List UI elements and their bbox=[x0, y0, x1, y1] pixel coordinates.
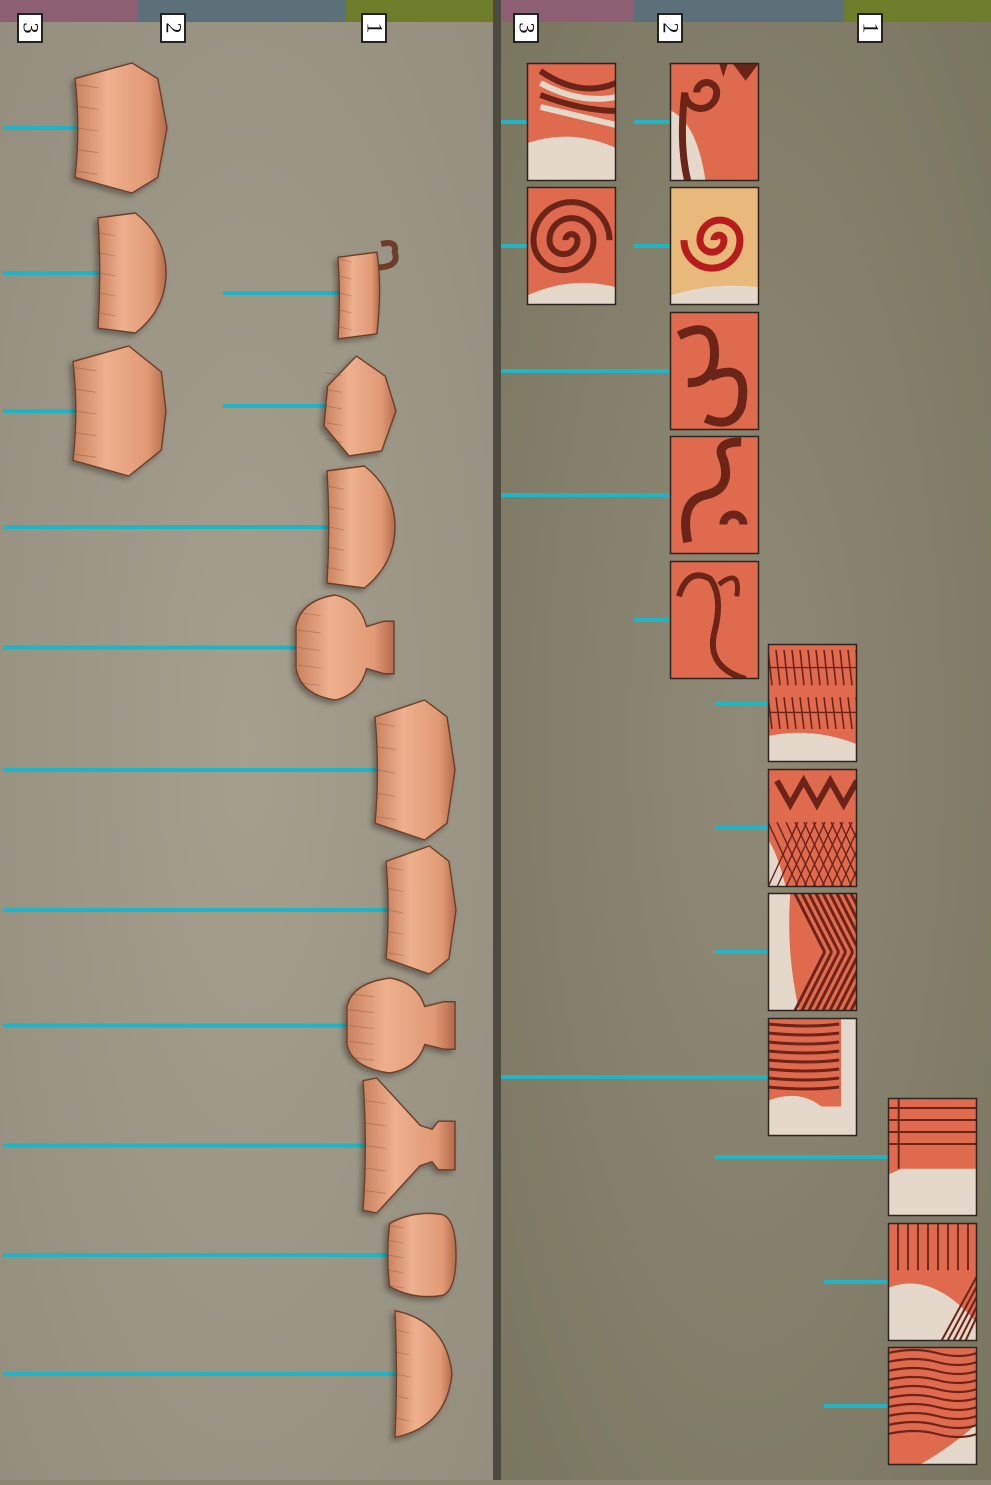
period-label-text: 3 bbox=[515, 23, 537, 34]
sherd-motif bbox=[670, 561, 759, 679]
sherd-connector bbox=[501, 493, 672, 497]
vessel-body bbox=[375, 700, 455, 840]
vessel-connector bbox=[223, 291, 342, 295]
right-panel-edge bbox=[0, 1480, 991, 1485]
period-label-text: 1 bbox=[363, 23, 385, 34]
sherd-connector bbox=[501, 244, 529, 248]
vessel-connector bbox=[3, 126, 79, 130]
sherd-connector bbox=[634, 618, 672, 622]
vessel-carinated-jar bbox=[73, 346, 166, 476]
vessel-body bbox=[388, 1213, 456, 1296]
sherd-motif bbox=[670, 187, 759, 296]
sherd-connector bbox=[634, 120, 672, 124]
vessel-carinated-bowl bbox=[375, 700, 455, 840]
vessel-connector bbox=[3, 908, 390, 912]
sherd-connector bbox=[501, 120, 529, 124]
sherd-connector bbox=[715, 701, 770, 705]
period-label-1-right: 1 bbox=[857, 13, 883, 43]
period-label-3-right: 3 bbox=[513, 13, 539, 43]
vessel-connector bbox=[3, 1372, 399, 1376]
sherd-motif bbox=[768, 1018, 841, 1107]
sherd-spiral-with-triangles bbox=[670, 63, 759, 181]
vessel-body bbox=[338, 252, 380, 339]
sherd-running-spiral bbox=[670, 436, 759, 554]
sherd-motif bbox=[670, 63, 759, 181]
sherd-parallel-lines bbox=[768, 1018, 857, 1136]
vessel-connector bbox=[3, 768, 379, 772]
sherd-connector bbox=[715, 826, 770, 830]
sherd-horizontal-bands bbox=[888, 1098, 977, 1216]
sherd-connector bbox=[824, 1404, 890, 1408]
period-label-text: 1 bbox=[859, 23, 881, 34]
vessel-connector bbox=[3, 1253, 390, 1257]
vessel-connector bbox=[223, 404, 328, 408]
sherd-motif bbox=[670, 312, 759, 430]
vessel-connector bbox=[3, 1144, 367, 1148]
sherd-spiral bbox=[670, 187, 759, 305]
sherd-crosshatched-bands bbox=[768, 644, 860, 762]
motif-stroke bbox=[768, 644, 857, 744]
sherd-connector bbox=[824, 1280, 890, 1284]
motif-stroke bbox=[888, 1098, 977, 1175]
vessel-body bbox=[73, 346, 166, 476]
sherd-connector bbox=[501, 1075, 770, 1079]
period-label-text: 2 bbox=[659, 23, 681, 34]
vessel-globular-jar bbox=[388, 1213, 456, 1296]
sherd-motif bbox=[768, 644, 860, 744]
vessel-connector bbox=[3, 1024, 351, 1028]
vessel-carinated-bowl bbox=[75, 63, 167, 193]
sherd-connector bbox=[634, 244, 672, 248]
period-label-1-left: 1 bbox=[361, 13, 387, 43]
sherd-motif bbox=[527, 187, 616, 296]
period-label-text: 2 bbox=[162, 23, 184, 34]
sherd-connector bbox=[715, 1155, 890, 1159]
vessel-connector bbox=[3, 525, 331, 529]
vessel-connector bbox=[3, 409, 77, 413]
sherd-s-curve bbox=[670, 561, 759, 679]
sherd-spiral bbox=[527, 187, 616, 305]
vessel-body bbox=[75, 63, 167, 193]
sherd-connector bbox=[501, 369, 672, 373]
panel-divider bbox=[493, 0, 501, 1485]
period-label-2-left: 2 bbox=[160, 13, 186, 43]
sherd-connector bbox=[715, 950, 770, 954]
sherd-anthropomorphic-spirals bbox=[670, 312, 759, 430]
period-label-text: 3 bbox=[19, 23, 41, 34]
vessel-connector bbox=[3, 646, 300, 650]
sherd-motif bbox=[670, 436, 759, 554]
period-label-3-left: 3 bbox=[17, 13, 43, 43]
vessel-body bbox=[386, 846, 456, 974]
sherd-motif bbox=[527, 63, 616, 148]
sherd-motif bbox=[888, 1098, 977, 1175]
sherd-fan-lines bbox=[888, 1223, 977, 1341]
sherd-banded-arcs bbox=[527, 63, 616, 181]
period-label-2-right: 2 bbox=[657, 13, 683, 43]
vessel-carinated-bowl bbox=[386, 846, 456, 974]
vessel-connector bbox=[3, 271, 102, 275]
sherd-wavy-lines bbox=[888, 1347, 977, 1465]
